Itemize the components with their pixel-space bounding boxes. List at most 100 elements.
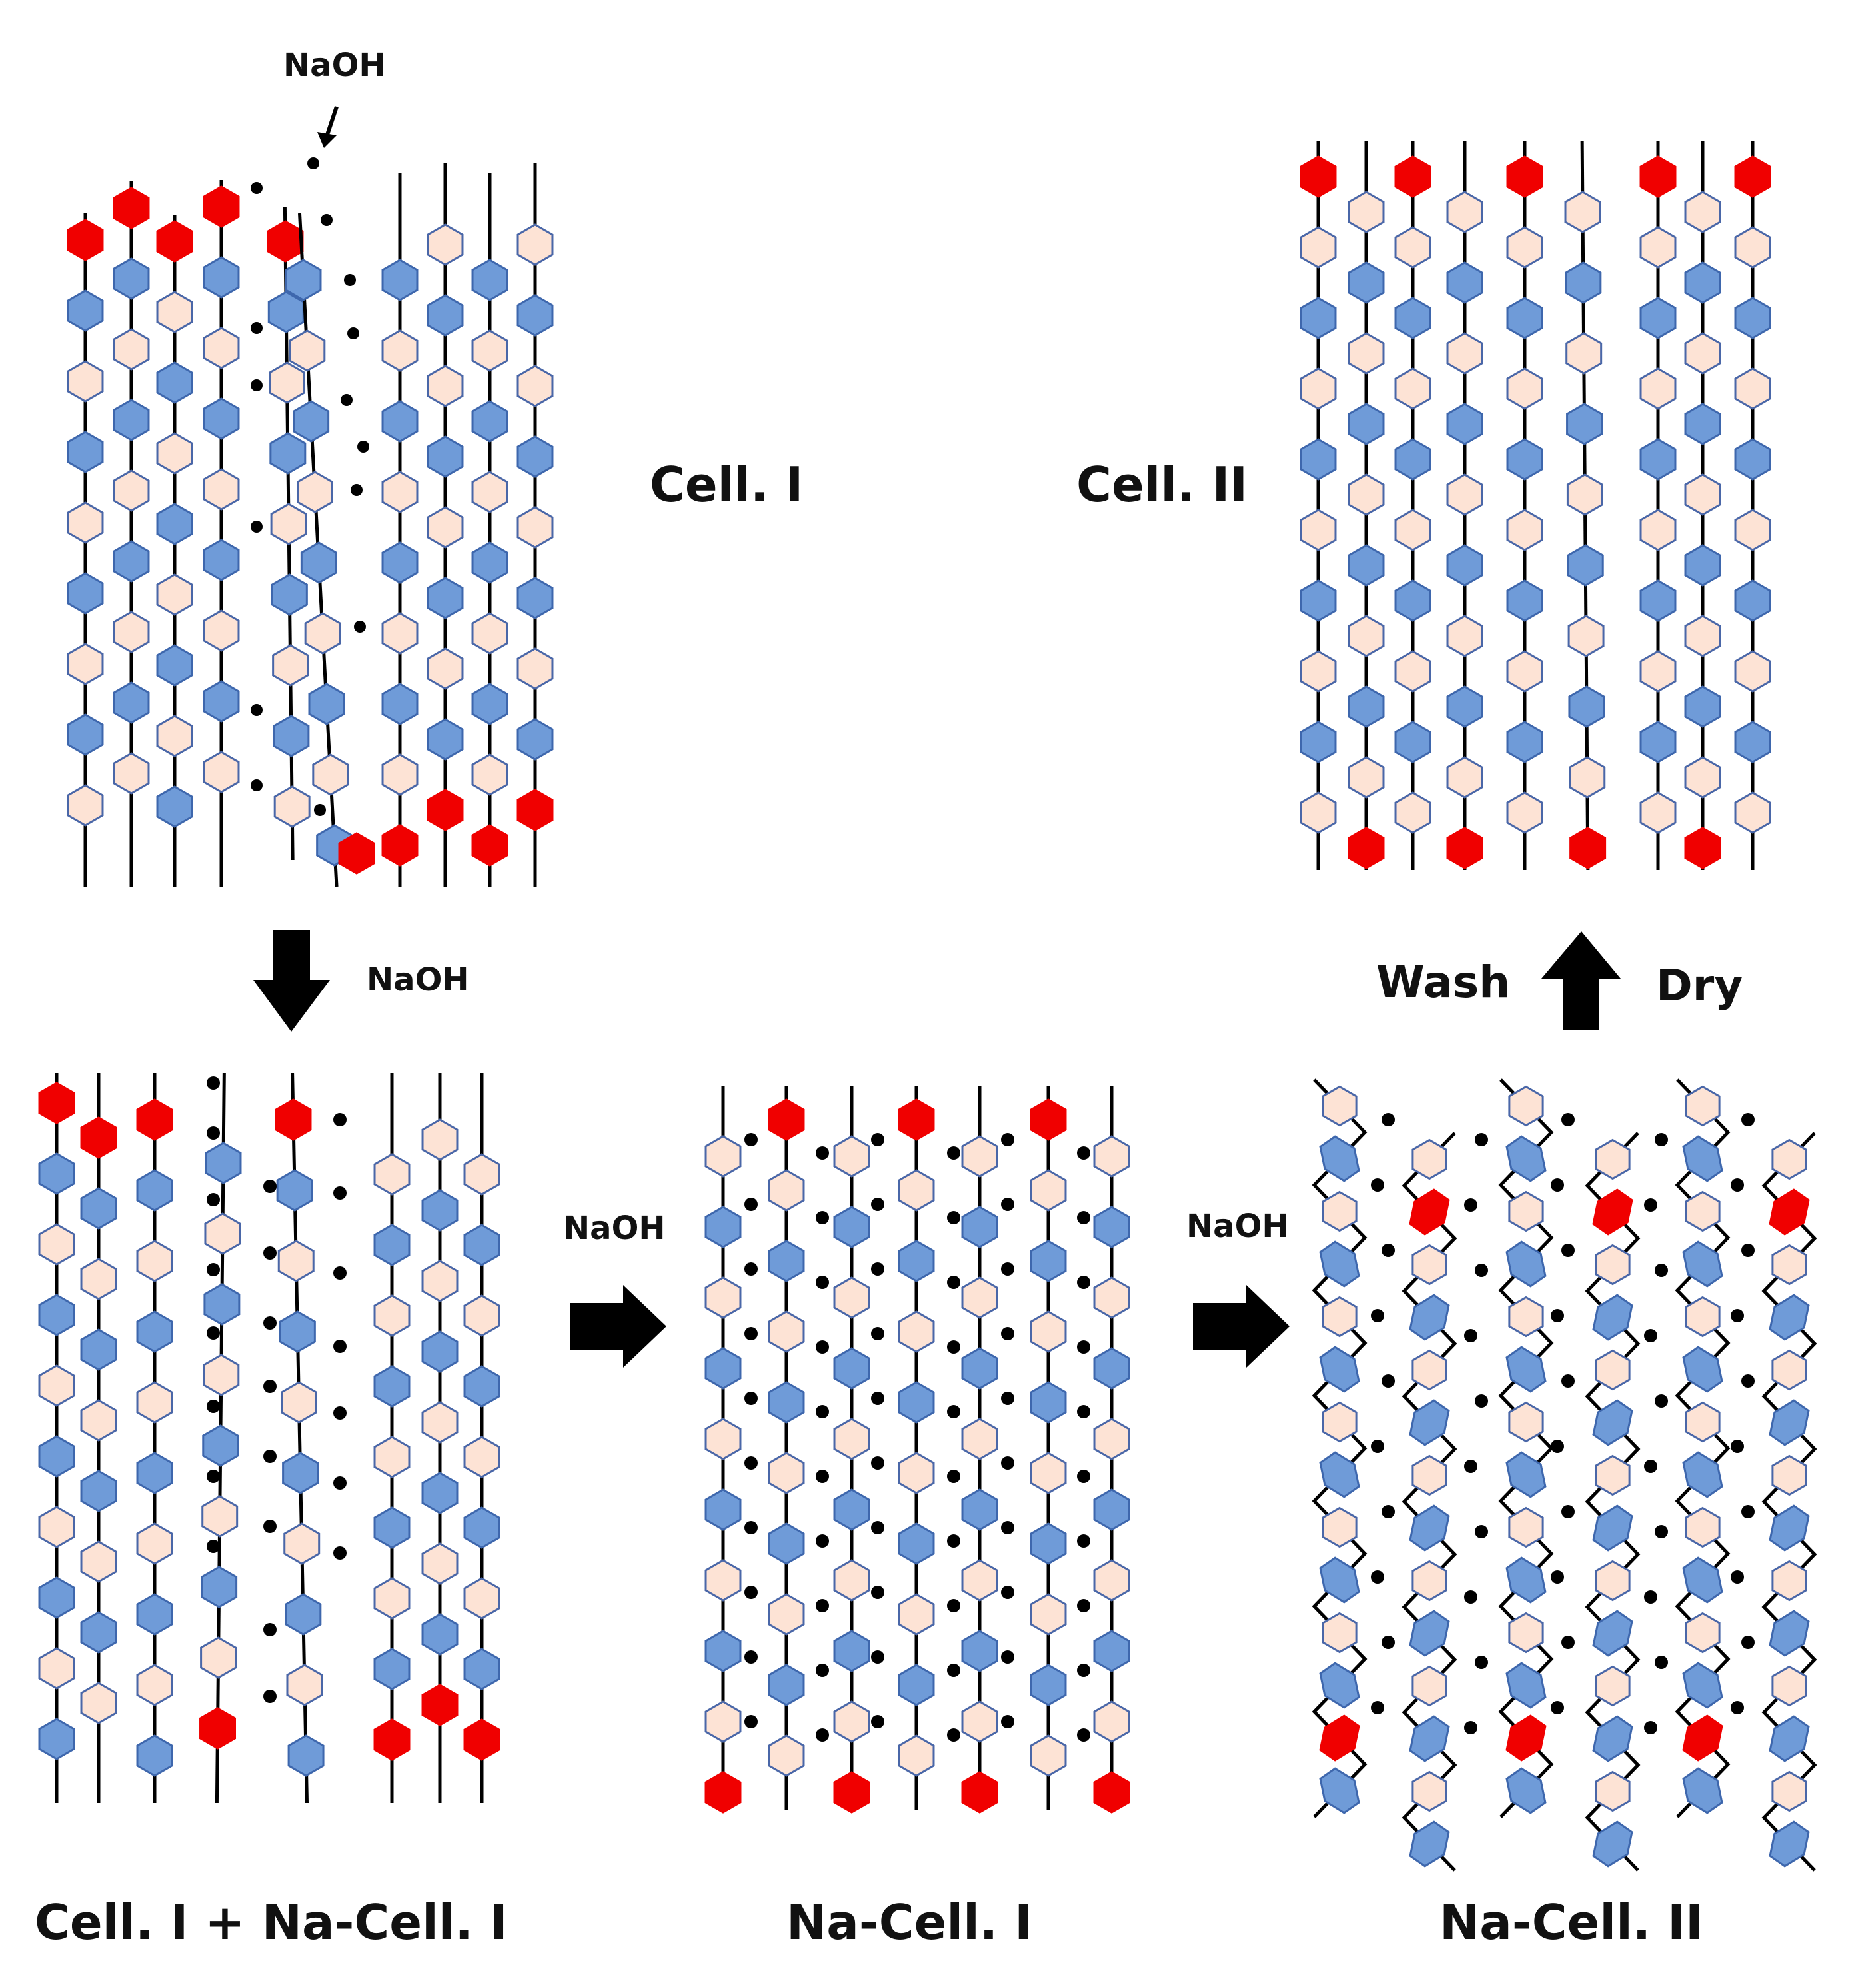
red-hexagon-icon [427, 789, 464, 831]
blue-hexagon-icon [205, 1142, 242, 1184]
cellulose-chain [1030, 1086, 1067, 1810]
naoh-dot-icon [1741, 1244, 1755, 1257]
peach-hexagon-icon [80, 1258, 117, 1300]
naoh-dot-icon [871, 1133, 884, 1146]
naoh-dot-icon [816, 1146, 829, 1160]
blue-hexagon-icon [961, 1488, 998, 1531]
blue-hexagon-icon [1682, 1767, 1723, 1814]
peach-hexagon-icon [1639, 226, 1677, 269]
peach-hexagon-icon [768, 1169, 805, 1212]
blue-hexagon-icon [704, 1488, 742, 1531]
blue-hexagon-icon [421, 1472, 459, 1514]
blue-hexagon-icon [898, 1381, 935, 1424]
blue-hexagon-icon [427, 294, 464, 337]
peach-hexagon-icon [516, 506, 554, 549]
naoh-dot-icon [1551, 1309, 1564, 1322]
naoh-dot-icon [263, 1246, 277, 1260]
peach-hexagon-icon [67, 501, 104, 544]
blue-hexagon-icon [1592, 1820, 1633, 1868]
naoh-dot-icon [251, 322, 263, 334]
naoh-dot-icon [1655, 1133, 1668, 1146]
naoh-dot-icon [816, 1534, 829, 1548]
blue-hexagon-icon [1505, 1767, 1547, 1814]
peach-hexagon-icon [1508, 1612, 1544, 1654]
blue-hexagon-icon [67, 289, 104, 332]
naoh-molecules [207, 157, 1755, 1742]
peach-hexagon-icon [421, 1118, 459, 1161]
blue-hexagon-icon [136, 1593, 173, 1636]
peach-hexagon-icon [1734, 650, 1771, 693]
naoh-dot-icon [263, 1450, 277, 1463]
naoh-dot-icon [1731, 1309, 1744, 1322]
naoh-dot-icon [207, 1470, 220, 1483]
red-hexagon-icon [267, 220, 304, 263]
peach-hexagon-icon [1411, 1454, 1447, 1496]
cellulose-chain [471, 173, 508, 887]
peach-hexagon-icon [203, 751, 240, 793]
cellulose-chain [67, 213, 104, 887]
panel-title-na-cell2: Na-Cell. II [1439, 1894, 1703, 1950]
peach-hexagon-icon [1734, 226, 1771, 269]
blue-hexagon-icon [833, 1488, 870, 1531]
cellulose-chain [1348, 141, 1385, 870]
blue-hexagon-icon [1319, 1346, 1360, 1393]
naoh-dot-icon [207, 1400, 220, 1413]
blue-hexagon-icon [113, 681, 150, 724]
blue-hexagon-icon [516, 718, 554, 761]
blue-hexagon-icon [1409, 1504, 1450, 1552]
blue-hexagon-icon [285, 1593, 322, 1636]
red-hexagon-icon [113, 187, 150, 229]
blue-hexagon-icon [768, 1381, 805, 1424]
red-hexagon-icon [338, 832, 375, 875]
peach-hexagon-icon [286, 1664, 323, 1706]
blue-hexagon-icon [1506, 579, 1543, 622]
blue-hexagon-icon [1300, 579, 1337, 622]
naoh-dot-icon [263, 1180, 277, 1193]
blue-hexagon-icon [1639, 721, 1677, 763]
peach-hexagon-icon [1506, 791, 1543, 834]
peach-hexagon-icon [961, 1135, 998, 1178]
cellulose-chain [1684, 141, 1721, 870]
peach-hexagon-icon [113, 611, 150, 653]
blue-hexagon-icon [1394, 579, 1431, 622]
cellulose-chain [1394, 141, 1431, 870]
peach-hexagon-icon [203, 327, 240, 369]
peach-hexagon-icon [1684, 473, 1721, 516]
cellulose-chain [373, 1073, 411, 1803]
naoh-dot-icon [333, 1406, 347, 1420]
peach-hexagon-icon [1685, 1296, 1721, 1338]
naoh-dot-icon [1644, 1198, 1657, 1212]
red-hexagon-icon [1769, 1188, 1810, 1236]
blue-hexagon-icon [1506, 297, 1543, 339]
blue-hexagon-icon [1769, 1820, 1810, 1868]
peach-hexagon-icon [283, 1522, 321, 1565]
blue-hexagon-icon [1319, 1451, 1360, 1498]
naoh-dot-icon [871, 1586, 884, 1599]
naoh-dot-icon [251, 182, 263, 194]
blue-hexagon-icon [1682, 1135, 1723, 1182]
naoh-dot-icon [816, 1664, 829, 1677]
peach-hexagon-icon [1030, 1593, 1067, 1636]
naoh-dot-icon [1644, 1590, 1657, 1604]
peach-hexagon-icon [421, 1542, 459, 1585]
blue-hexagon-icon [1093, 1347, 1130, 1390]
peach-hexagon-icon [38, 1506, 75, 1548]
naoh-dot-icon [1551, 1570, 1564, 1584]
peach-hexagon-icon [427, 365, 464, 407]
peach-hexagon-icon [289, 329, 326, 372]
blue-hexagon-icon [38, 1718, 75, 1760]
peach-hexagon-icon [471, 329, 508, 372]
naoh-dot-icon [1001, 1586, 1014, 1599]
cellulose-chain-zigzag [1498, 1078, 1554, 1818]
naoh-dot-icon [333, 1476, 347, 1490]
peach-hexagon-icon [421, 1401, 459, 1444]
blue-hexagon-icon [203, 397, 240, 440]
blue-hexagon-icon [1319, 1556, 1360, 1604]
panel-title-na-cell1: Na-Cell. I [786, 1894, 1032, 1950]
naoh-dot-icon [947, 1599, 960, 1612]
naoh-dot-icon [307, 157, 319, 169]
peach-hexagon-icon [156, 715, 193, 757]
naoh-dot-icon [871, 1262, 884, 1276]
peach-hexagon-icon [704, 1276, 742, 1319]
blue-hexagon-icon [1319, 1662, 1360, 1709]
